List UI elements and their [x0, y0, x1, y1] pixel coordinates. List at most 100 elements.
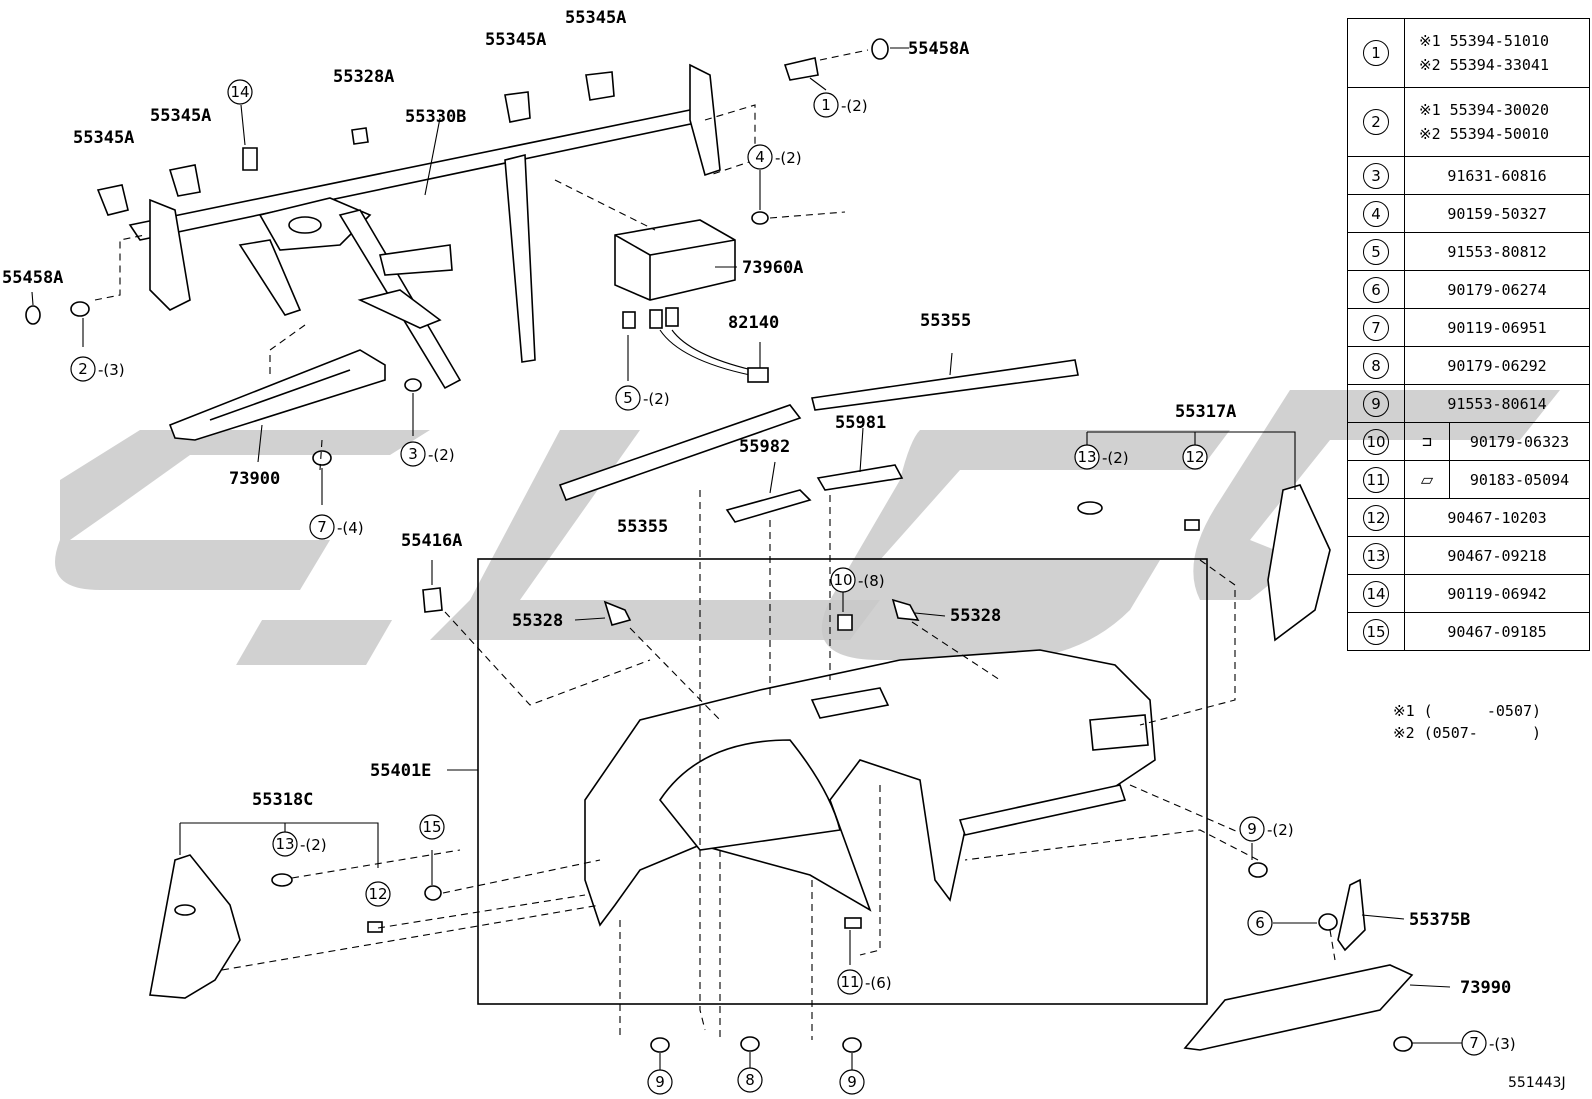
label-55458a-left: 55458A [2, 268, 63, 288]
dash-panel [584, 649, 1156, 927]
diagram-id: 551443J [1508, 1075, 1566, 1091]
svg-text:6: 6 [1255, 914, 1265, 932]
airbag-assembly [614, 219, 736, 301]
part-labels: 55345A 55345A 55345A 55345A 55328A 55330… [2, 8, 1511, 998]
leader-lines [31, 47, 1474, 1070]
svg-text:-(8): -(8) [858, 572, 885, 590]
reinforcement-beam [128, 63, 721, 390]
callout-12-left: 12 [365, 881, 391, 907]
label-55345a-1: 55345A [565, 8, 626, 28]
svg-text:8: 8 [745, 1071, 755, 1089]
label-55355-top: 55355 [920, 311, 971, 331]
svg-text:9: 9 [655, 1073, 665, 1091]
fasteners [25, 38, 1413, 1053]
label-73960a: 73960A [742, 258, 803, 278]
svg-text:15: 15 [422, 818, 441, 836]
callout-9-bottom-left: 9 [647, 1069, 673, 1095]
label-55345a-3: 55345A [150, 106, 211, 126]
svg-text:-(4): -(4) [337, 519, 364, 537]
svg-text:9: 9 [1247, 820, 1257, 838]
lower-panel-73900 [168, 349, 386, 441]
svg-text:-(2): -(2) [775, 149, 802, 167]
svg-text:-(6): -(6) [865, 974, 892, 992]
side-defroster-nozzles [725, 464, 904, 523]
callout-2: 2 -(3) [70, 356, 125, 382]
callout-9-bottom-mid: 9 [839, 1069, 865, 1095]
svg-text:11: 11 [840, 973, 859, 991]
label-55318c: 55318C [252, 790, 313, 810]
svg-text:3: 3 [408, 445, 418, 463]
table-row: 2 ※1 55394-30020※2 55394-50010 [1347, 87, 1590, 157]
label-55982: 55982 [739, 437, 790, 457]
label-55401e: 55401E [370, 761, 431, 781]
label-55345a-2: 55345A [485, 30, 546, 50]
svg-text:14: 14 [230, 83, 249, 101]
svg-text:-(2): -(2) [643, 390, 670, 408]
callout-8: 8 [737, 1067, 763, 1093]
callout-13-right: 13 -(2) [1074, 444, 1129, 470]
parts-reference-table: 1 ※1 55394-51010※2 55394-33041 2 ※1 5539… [1347, 18, 1590, 651]
callout-10: 10 -(8) [830, 567, 885, 593]
svg-text:9: 9 [847, 1073, 857, 1091]
callouts: 1-(2) 4 -(2) 14 2 -(3) 5 -(2) 3 -(2) 7 -(4) 1… [70, 79, 1516, 1095]
callout-11: 11 -(6) [837, 969, 892, 995]
svg-text:7: 7 [317, 518, 327, 536]
note-1: ※1 ( -0507) [1393, 702, 1542, 720]
label-55355-bottom: 55355 [617, 517, 668, 537]
dash-panel-group-box [477, 558, 1208, 1005]
svg-text:12: 12 [368, 885, 387, 903]
label-55345a-4: 55345A [73, 128, 134, 148]
svg-text:-(2): -(2) [1102, 449, 1129, 467]
label-55330b: 55330B [405, 107, 466, 127]
label-55375b: 55375B [1409, 910, 1470, 930]
svg-text:5: 5 [623, 389, 633, 407]
svg-text:2: 2 [78, 360, 88, 378]
svg-text:13: 13 [275, 835, 294, 853]
callout-14: 14 [227, 79, 253, 105]
callout-12-right: 12 [1182, 444, 1208, 470]
callout-13-left: 13 -(2) [272, 831, 327, 857]
callout-7-left: 7 -(4) [309, 514, 364, 540]
table-row: 10 ⊐90179-06323 [1347, 422, 1590, 461]
callout-5: 5 -(2) [615, 385, 670, 411]
callout-1: 1-(2) [813, 92, 868, 118]
bracket-55345a-parts [96, 71, 615, 216]
label-55328a: 55328A [333, 67, 394, 87]
wire-harness [649, 307, 769, 383]
svg-text:13: 13 [1077, 448, 1096, 466]
callout-4: 4 -(2) [747, 144, 802, 170]
svg-text:-(2): -(2) [300, 836, 327, 854]
svg-text:-(2): -(2) [841, 97, 868, 115]
table-row: 11 ⏥90183-05094 [1347, 460, 1590, 499]
svg-text:10: 10 [833, 571, 852, 589]
svg-text:12: 12 [1185, 448, 1204, 466]
label-55317a: 55317A [1175, 402, 1236, 422]
lower-right-panel [1183, 878, 1414, 1051]
label-55328-right: 55328 [950, 606, 1001, 626]
svg-text:-(3): -(3) [1489, 1035, 1516, 1053]
defroster-nozzles [558, 359, 1079, 502]
label-55328-left: 55328 [512, 611, 563, 631]
label-55458a-right: 55458A [908, 39, 969, 59]
label-73990: 73990 [1460, 978, 1511, 998]
svg-text:4: 4 [755, 148, 765, 166]
note-2: ※2 (0507- ) [1393, 724, 1542, 742]
notes: ※1 ( -0507) ※2 (0507- ) [1393, 700, 1541, 744]
nut-clip-icon: ⊐ [1405, 423, 1450, 460]
svg-text:7: 7 [1469, 1034, 1479, 1052]
watermark [55, 390, 1560, 665]
callout-15: 15 [419, 814, 445, 840]
assembly-lines [94, 49, 1336, 1040]
side-panel-left [149, 854, 241, 999]
svg-text:-(3): -(3) [98, 361, 125, 379]
